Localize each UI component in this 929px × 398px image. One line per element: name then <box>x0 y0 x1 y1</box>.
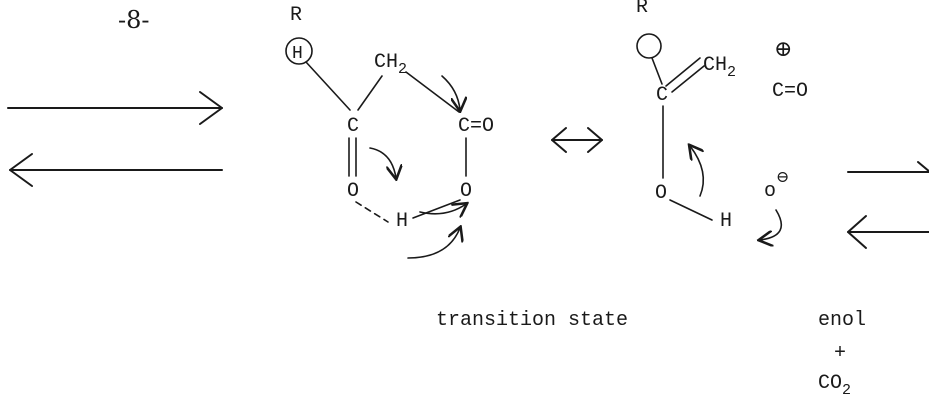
ts-a-circle <box>636 33 662 59</box>
ts-hydrogen: H <box>720 210 732 233</box>
transition-state-label: transition state <box>436 309 628 332</box>
reactant-structure: R H CH2 C C=O O O H <box>285 4 494 259</box>
bond-ch2-carbonyl <box>405 71 460 113</box>
equilibrium-arrows-left <box>7 91 223 187</box>
curved-arrow-lower <box>407 228 460 259</box>
ts-a-label: A <box>642 40 653 59</box>
resonance-arrow <box>551 127 603 153</box>
bond-h-c <box>305 61 351 111</box>
resonance-arrow-right-head <box>587 127 603 153</box>
ts-ch2-label: CH2 <box>703 54 736 81</box>
ts-oxygen-anion: o <box>764 180 776 203</box>
reactant-h-circle <box>285 37 313 65</box>
curved-arrow-carbonyl <box>369 147 396 178</box>
reactant-h-label: H <box>292 44 303 64</box>
ts-plus-sign: ⊕ <box>774 37 792 62</box>
ts-co-fragment: C=O <box>772 80 808 103</box>
forward-arrow-head <box>199 91 223 125</box>
ts-curved-arrow-anion <box>760 209 783 240</box>
reactant-hydrogen: H <box>396 210 408 233</box>
right-forward-arrow-head <box>917 161 929 173</box>
reactant-ch2-label: CH2 <box>374 51 407 78</box>
transition-state-structure: R A CH2 C O H ⊕ C=O o ⊖ <box>636 0 808 240</box>
bond-o-h <box>412 199 461 219</box>
plus-label: + <box>834 342 846 365</box>
ts-bond-c-ch2-b <box>671 65 705 93</box>
ts-minus-sign: ⊖ <box>776 167 789 186</box>
enol-label: enol <box>818 309 866 332</box>
reactant-oxygen-left: O <box>347 180 359 203</box>
curved-arrow-ch2 <box>441 75 460 110</box>
bond-c-ch2 <box>357 75 383 111</box>
ts-r-label: R <box>636 0 648 19</box>
ts-oxygen: O <box>655 182 667 205</box>
reactant-r-label: R <box>290 4 302 27</box>
reactant-carbon-left: C <box>347 115 359 138</box>
ts-bond-a-c <box>651 57 663 85</box>
co2-label: CO2 <box>818 372 851 398</box>
right-reverse-arrow-head <box>847 215 867 249</box>
resonance-arrow-left-head <box>551 127 567 153</box>
reactant-oxygen-right: O <box>460 180 472 203</box>
equilibrium-arrows-right <box>847 161 929 249</box>
page-number: -8- <box>118 6 150 34</box>
hbond-dashed <box>355 201 389 223</box>
ts-curved-arrow-up <box>690 146 703 197</box>
reactant-carbonyl-right: C=O <box>458 115 494 138</box>
ts-bond-o-h <box>669 199 713 221</box>
ts-bond-c-ch2-a <box>665 57 701 87</box>
curved-arrow-oh <box>419 204 466 214</box>
ts-carbon: C <box>656 84 668 107</box>
reverse-arrow-head <box>9 153 33 187</box>
